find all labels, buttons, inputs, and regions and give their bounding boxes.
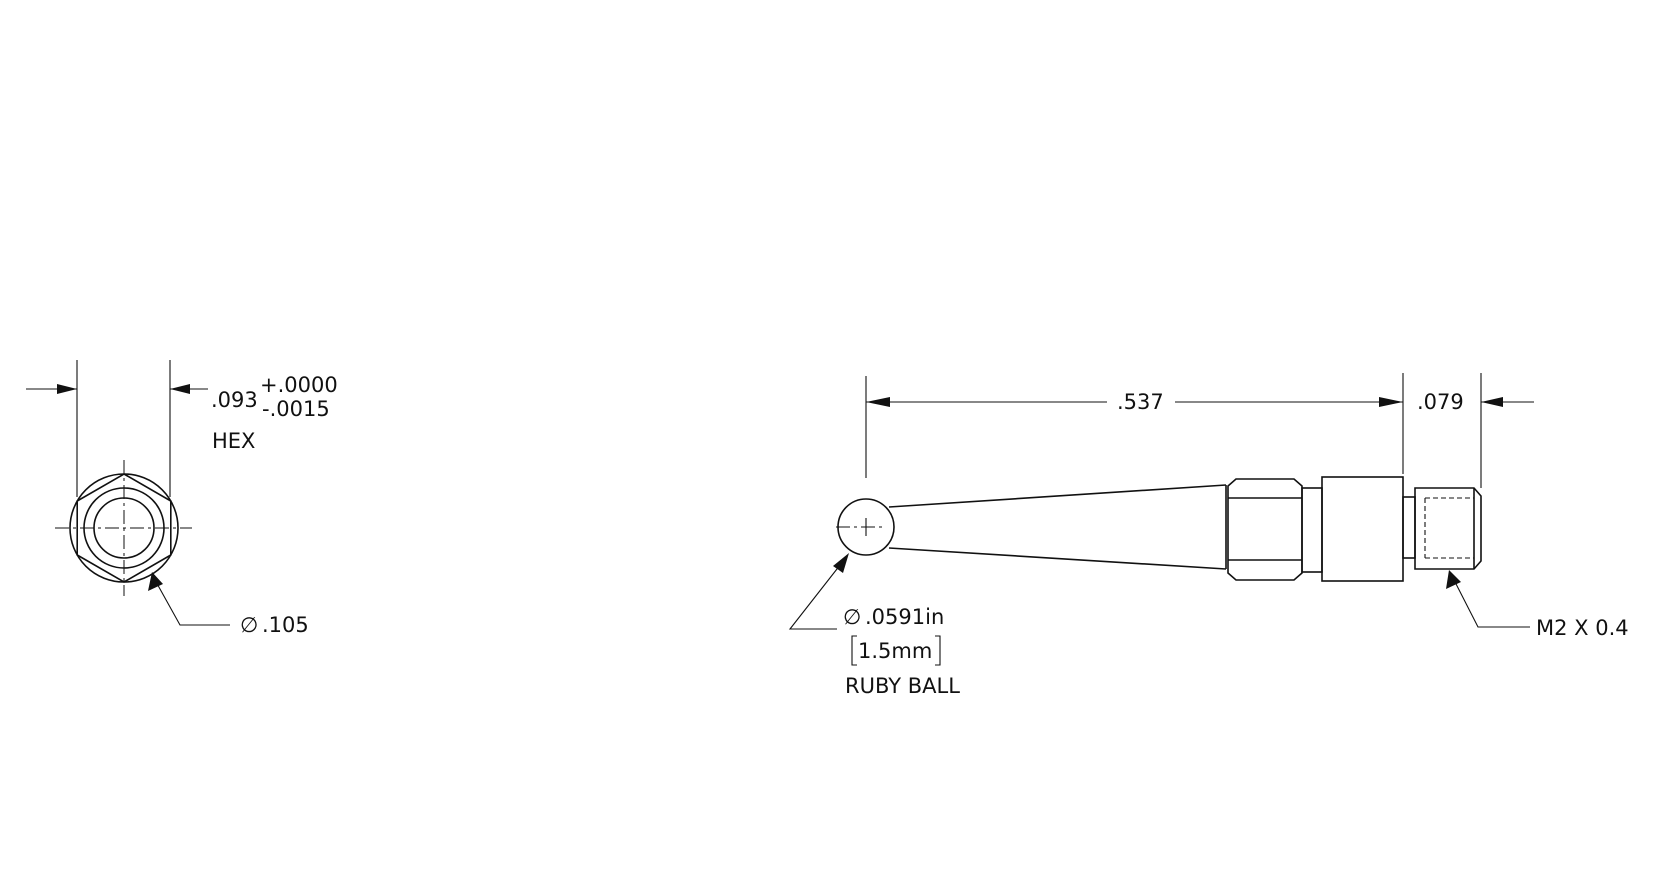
stem-taper-top [888,484,1227,508]
length-dim-arrow-right [1379,397,1403,407]
ball-diameter-symbol: ∅ [843,605,861,629]
metric-bracket-right [935,635,941,666]
hex-label: HEX [212,429,255,453]
ruby-ball [837,498,895,556]
diameter-value: .105 [262,613,309,637]
neck-section [1301,487,1323,573]
hex-tolerance-minus: -.0015 [262,397,330,421]
hex-section [1227,478,1303,581]
ball-diameter-value: .0591in [865,605,944,629]
hex-dim-arrow-right [170,384,190,394]
thread-leader-arrow [1446,570,1461,589]
ball-leader [788,559,845,630]
hex-dim-arrow-left [57,384,77,394]
hex-tolerance-plus: +.0000 [260,373,338,397]
metric-bracket-left [851,635,857,666]
diameter-leader [154,579,230,626]
end-view-shaft-circle [83,487,165,569]
body-section [1321,476,1404,582]
length-dimension: .537 [1117,390,1164,414]
thread-leader [1452,577,1530,628]
ball-label: RUBY BALL [845,674,960,698]
end-view-hexagon [76,473,172,583]
side-view: .537 .079 ∅ .0591in [788,373,1629,698]
diameter-leader-arrow [148,572,163,591]
thread-dim-arrow-right [1481,397,1503,407]
end-view-inner-circle [93,497,155,559]
shoulder-section [1402,496,1416,559]
diameter-symbol: ∅ [240,613,258,637]
ball-metric-value: 1.5mm [858,639,932,663]
stem-taper-bottom [888,547,1227,570]
end-view: .093 +.0000 -.0015 HEX ∅ .105 [26,360,338,637]
length-dim-arrow-left [866,397,890,407]
thread-callout: M2 X 0.4 [1536,616,1629,640]
ball-leader-arrow [833,553,849,573]
hex-dimension-value: .093 [211,388,258,412]
thread-length-dimension: .079 [1417,390,1464,414]
